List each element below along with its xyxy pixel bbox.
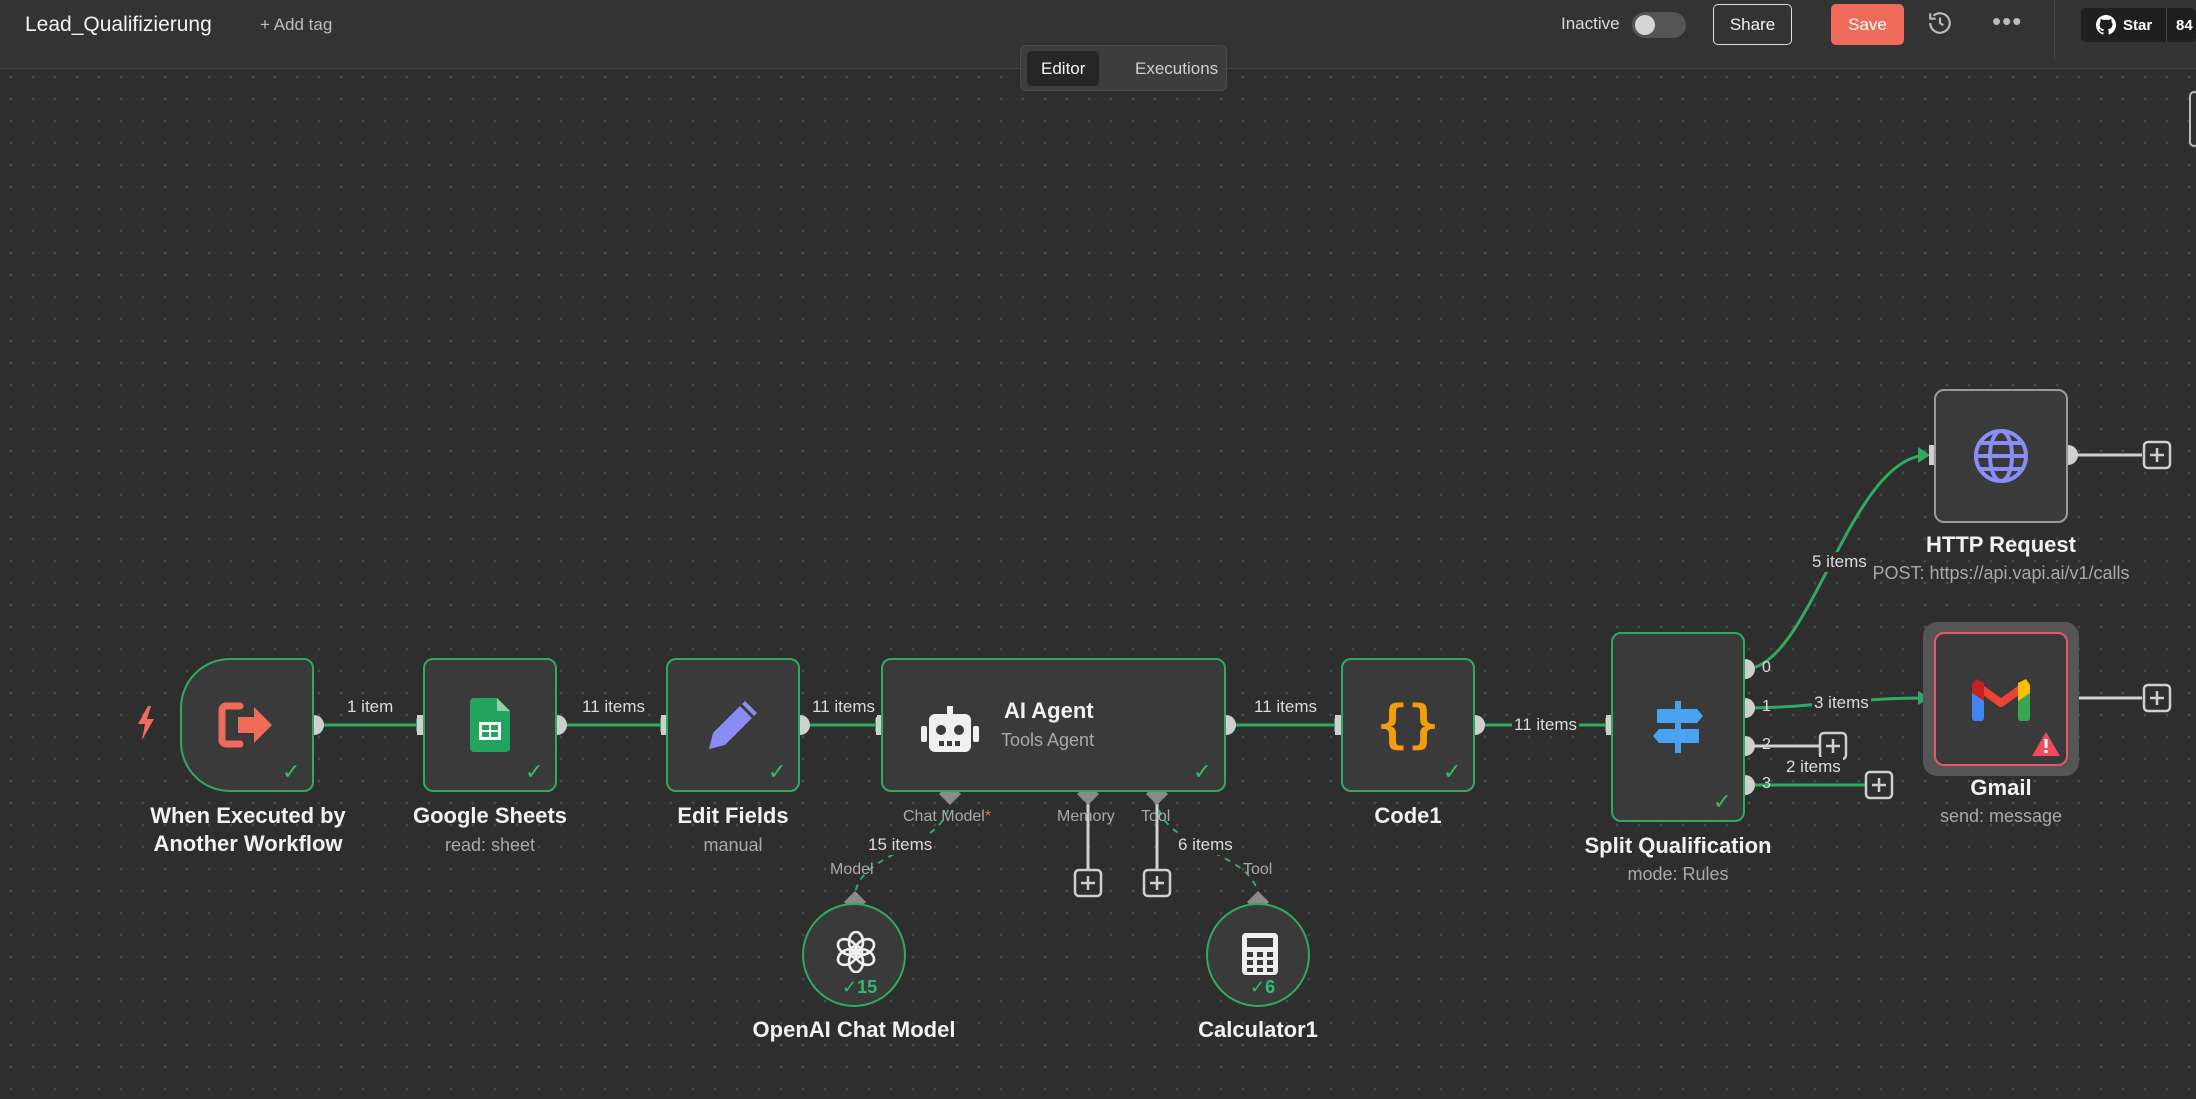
run-count-badge: ✓6 <box>1250 977 1275 998</box>
node-label-ai-agent: AI Agent <box>1004 698 1094 723</box>
edge-label-trigger-sheets: 1 item <box>345 697 396 717</box>
side-panel-handle[interactable] <box>2189 91 2196 147</box>
node-http-request[interactable] <box>1934 389 2068 523</box>
node-sub-ai-agent: Tools Agent <box>1001 730 1095 750</box>
edge-label-sheets-edit: 11 items <box>580 697 647 717</box>
run-count-value: 15 <box>857 977 878 997</box>
required-marker: * <box>984 808 992 825</box>
run-count-value: 6 <box>1265 977 1276 997</box>
history-icon[interactable] <box>1925 10 1955 40</box>
github-star-label: Star <box>2123 17 2153 34</box>
toggle-knob <box>1635 15 1655 35</box>
success-check-icon: ✓ <box>282 759 301 784</box>
node-label-split-qualification: Split Qualification <box>1584 833 1772 858</box>
add-node-output-3-button[interactable] <box>1866 772 1892 798</box>
openai-icon <box>836 931 876 973</box>
success-check-icon: ✓ <box>1193 759 1212 784</box>
port-label-memory: Memory <box>1057 808 1115 825</box>
save-button[interactable]: Save <box>1831 4 1904 45</box>
node-label-http-request: HTTP Request <box>1926 532 2076 557</box>
add-node-after-http-button[interactable] <box>2144 442 2170 468</box>
node-label-google-sheets: Google Sheets <box>412 803 568 828</box>
split-output-0-label: 0 <box>1762 659 1771 676</box>
github-icon <box>2096 15 2116 35</box>
split-output-3-label: 3 <box>1762 775 1771 792</box>
node-label-edit-fields: Edit Fields <box>677 803 789 828</box>
node-when-executed-by-another-workflow[interactable]: ✓ <box>180 658 314 792</box>
port-label-chat-model: Chat Model* <box>903 808 991 826</box>
more-options-icon[interactable]: ••• <box>1992 6 2023 36</box>
edge-label-output-1: 3 items <box>1812 693 1871 713</box>
node-edit-fields[interactable]: ✓ <box>666 658 800 792</box>
tab-executions[interactable]: Executions <box>1135 59 1219 78</box>
pencil-icon <box>709 701 757 749</box>
node-ai-agent[interactable]: AI Agent Tools Agent ✓ <box>881 658 1226 792</box>
success-check-icon: ✓ <box>525 759 544 784</box>
trigger-bolt-icon <box>138 706 154 740</box>
port-label-model: Model <box>830 861 874 878</box>
warning-icon[interactable] <box>2032 732 2060 756</box>
github-star-button[interactable]: Star 84 <box>2081 8 2196 42</box>
node-sub-split-qualification: mode: Rules <box>1627 864 1729 884</box>
port-label-chat-model-text: Chat Model <box>903 808 985 825</box>
share-button[interactable]: Share <box>1713 4 1792 45</box>
signpost-icon <box>1653 701 1703 753</box>
edge-label-output-0: 5 items <box>1810 552 1869 572</box>
node-code1[interactable]: {} ✓ <box>1341 658 1475 792</box>
node-sub-google-sheets: read: sheet <box>444 835 536 855</box>
node-label-calculator1: Calculator1 <box>1198 1017 1318 1042</box>
activation-toggle[interactable] <box>1632 12 1686 38</box>
google-sheets-icon <box>470 698 510 752</box>
node-label-trigger: When Executed by Another Workflow <box>128 802 368 858</box>
robot-icon <box>921 706 979 752</box>
github-star-count: 84 <box>2176 17 2193 34</box>
node-label-gmail: Gmail <box>1970 775 2032 800</box>
activation-status-label: Inactive <box>1561 14 1620 33</box>
success-check-icon: ✓ <box>1250 977 1266 997</box>
port-label-tool: Tool <box>1141 808 1171 825</box>
node-split-qualification[interactable]: ✓ <box>1611 632 1745 822</box>
add-tool-button[interactable] <box>1144 870 1170 896</box>
node-sub-edit-fields: manual <box>703 835 763 855</box>
view-tabs: Editor Executions <box>1020 45 1227 91</box>
add-node-output-2-button[interactable] <box>1820 733 1846 759</box>
node-openai-chat-model[interactable]: ✓15 <box>802 903 906 1007</box>
edge-label-tool-link: 6 items <box>1176 835 1235 855</box>
success-check-icon: ✓ <box>1713 789 1732 814</box>
edge-label-code-split: 11 items <box>1512 715 1579 735</box>
github-star-divider <box>2166 8 2167 42</box>
edge-label-model-link: 15 items <box>866 835 935 855</box>
node-sub-http-request: POST: https://api.vapi.ai/v1/calls <box>1872 563 2130 583</box>
success-check-icon: ✓ <box>1443 759 1462 784</box>
add-tag-button[interactable]: + Add tag <box>260 15 333 34</box>
calculator-icon <box>1242 933 1278 975</box>
split-output-2-label: 2 <box>1762 736 1771 753</box>
header-divider <box>2054 0 2055 60</box>
add-node-after-gmail-button[interactable] <box>2144 685 2170 711</box>
node-label-openai-chat-model: OpenAI Chat Model <box>752 1017 956 1042</box>
tab-editor[interactable]: Editor <box>1027 51 1100 86</box>
node-label-trigger-line1: When Executed by <box>150 803 346 828</box>
globe-icon <box>1974 429 2028 483</box>
edge-label-output-3: 2 items <box>1784 757 1843 777</box>
sign-out-icon <box>218 702 272 748</box>
node-label-code1: Code1 <box>1374 803 1442 828</box>
node-label-trigger-line2: Another Workflow <box>153 831 343 856</box>
edge-label-agent-code: 11 items <box>1252 697 1319 717</box>
port-label-calculator-tool: Tool <box>1243 861 1273 878</box>
workflow-name[interactable]: Lead_Qualifizierung <box>25 13 212 36</box>
node-google-sheets[interactable]: ✓ <box>423 658 557 792</box>
success-check-icon: ✓ <box>842 977 858 997</box>
split-output-1-label: 1 <box>1762 698 1771 715</box>
top-bar: Lead_Qualifizierung + Add tag Inactive S… <box>0 0 2196 69</box>
node-sub-gmail: send: message <box>1939 806 2063 826</box>
run-count-badge: ✓15 <box>842 977 877 998</box>
add-memory-button[interactable] <box>1075 870 1101 896</box>
edge-label-edit-agent: 11 items <box>810 697 877 717</box>
gmail-icon <box>1972 679 2030 721</box>
braces-icon: {} <box>1376 695 1440 755</box>
success-check-icon: ✓ <box>768 759 787 784</box>
node-calculator1[interactable]: ✓6 <box>1206 903 1310 1007</box>
